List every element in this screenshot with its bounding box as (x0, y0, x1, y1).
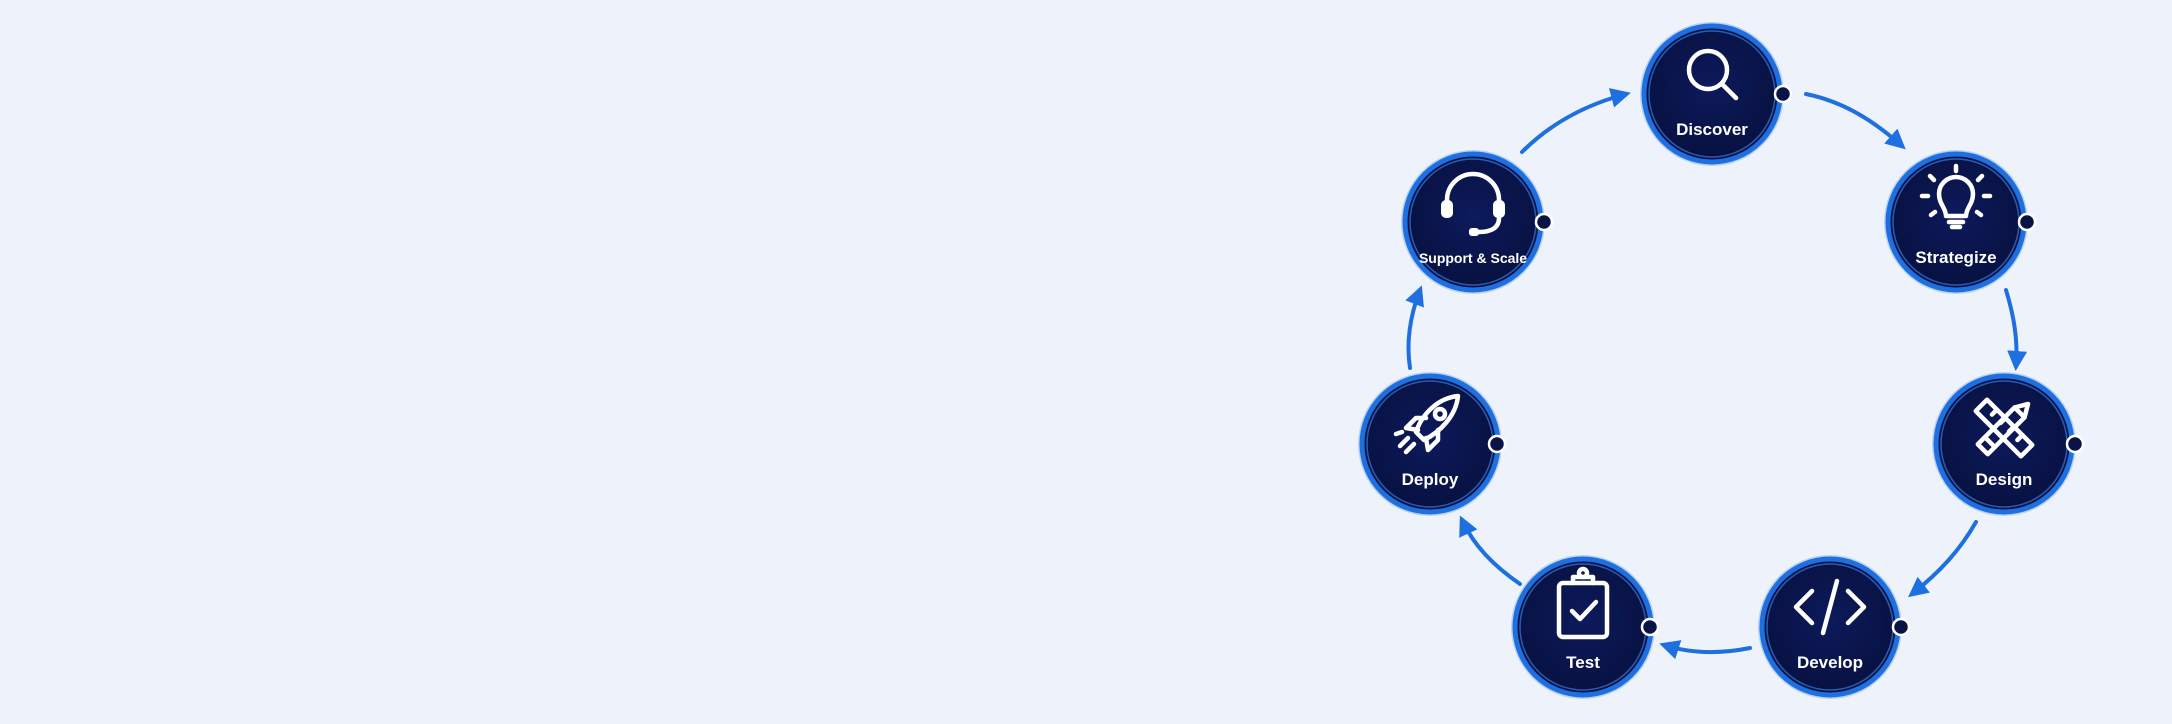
ruler-pencil-icon (1973, 397, 2035, 459)
stage-label-support-scale: Support & Scale (1419, 250, 1527, 266)
arrow-support-to-discover (1520, 88, 1631, 154)
stage-label-strategize: Strategize (1915, 248, 1996, 267)
stage-label-design: Design (1976, 470, 2033, 489)
arrow-strategize-to-design (2004, 288, 2028, 371)
arrow-design-to-develop (1908, 520, 1978, 598)
lightbulb-icon (1919, 163, 1993, 230)
stage-label-develop: Develop (1797, 653, 1863, 672)
code-icon (1793, 578, 1867, 636)
stage-label-deploy: Deploy (1402, 470, 1459, 489)
arrow-develop-to-test (1659, 640, 1752, 660)
headset-icon (1441, 171, 1505, 236)
rocket-icon (1393, 393, 1461, 455)
stage-discover[interactable]: Discover (1640, 22, 1793, 166)
stage-test[interactable]: Test (1511, 555, 1660, 699)
stage-develop[interactable]: Develop (1758, 555, 1911, 699)
stage-label-test: Test (1566, 653, 1600, 672)
arrow-test-to-deploy (1459, 515, 1522, 586)
connector-dot-test (1640, 617, 1660, 637)
magnifier-icon (1686, 48, 1739, 101)
connector-dot-strategize (2017, 212, 2037, 232)
arrow-deploy-to-support (1405, 285, 1424, 370)
stage-strategize[interactable]: Strategize (1884, 150, 2037, 294)
stage-label-discover: Discover (1676, 120, 1748, 139)
connector-dot-design (2065, 434, 2085, 454)
stage-deploy[interactable]: Deploy (1358, 372, 1507, 516)
arrow-discover-to-strategize (1804, 92, 1906, 150)
connector-dot-discover (1773, 84, 1793, 104)
clipboard-check-icon (1556, 566, 1610, 640)
stage-design[interactable]: Design (1932, 372, 2085, 516)
cycle-arrows (1405, 88, 2028, 660)
connector-dot-support-scale (1534, 212, 1554, 232)
connector-dot-develop (1891, 617, 1911, 637)
connector-dot-deploy (1487, 434, 1507, 454)
stage-support-scale[interactable]: Support & Scale (1401, 150, 1554, 294)
